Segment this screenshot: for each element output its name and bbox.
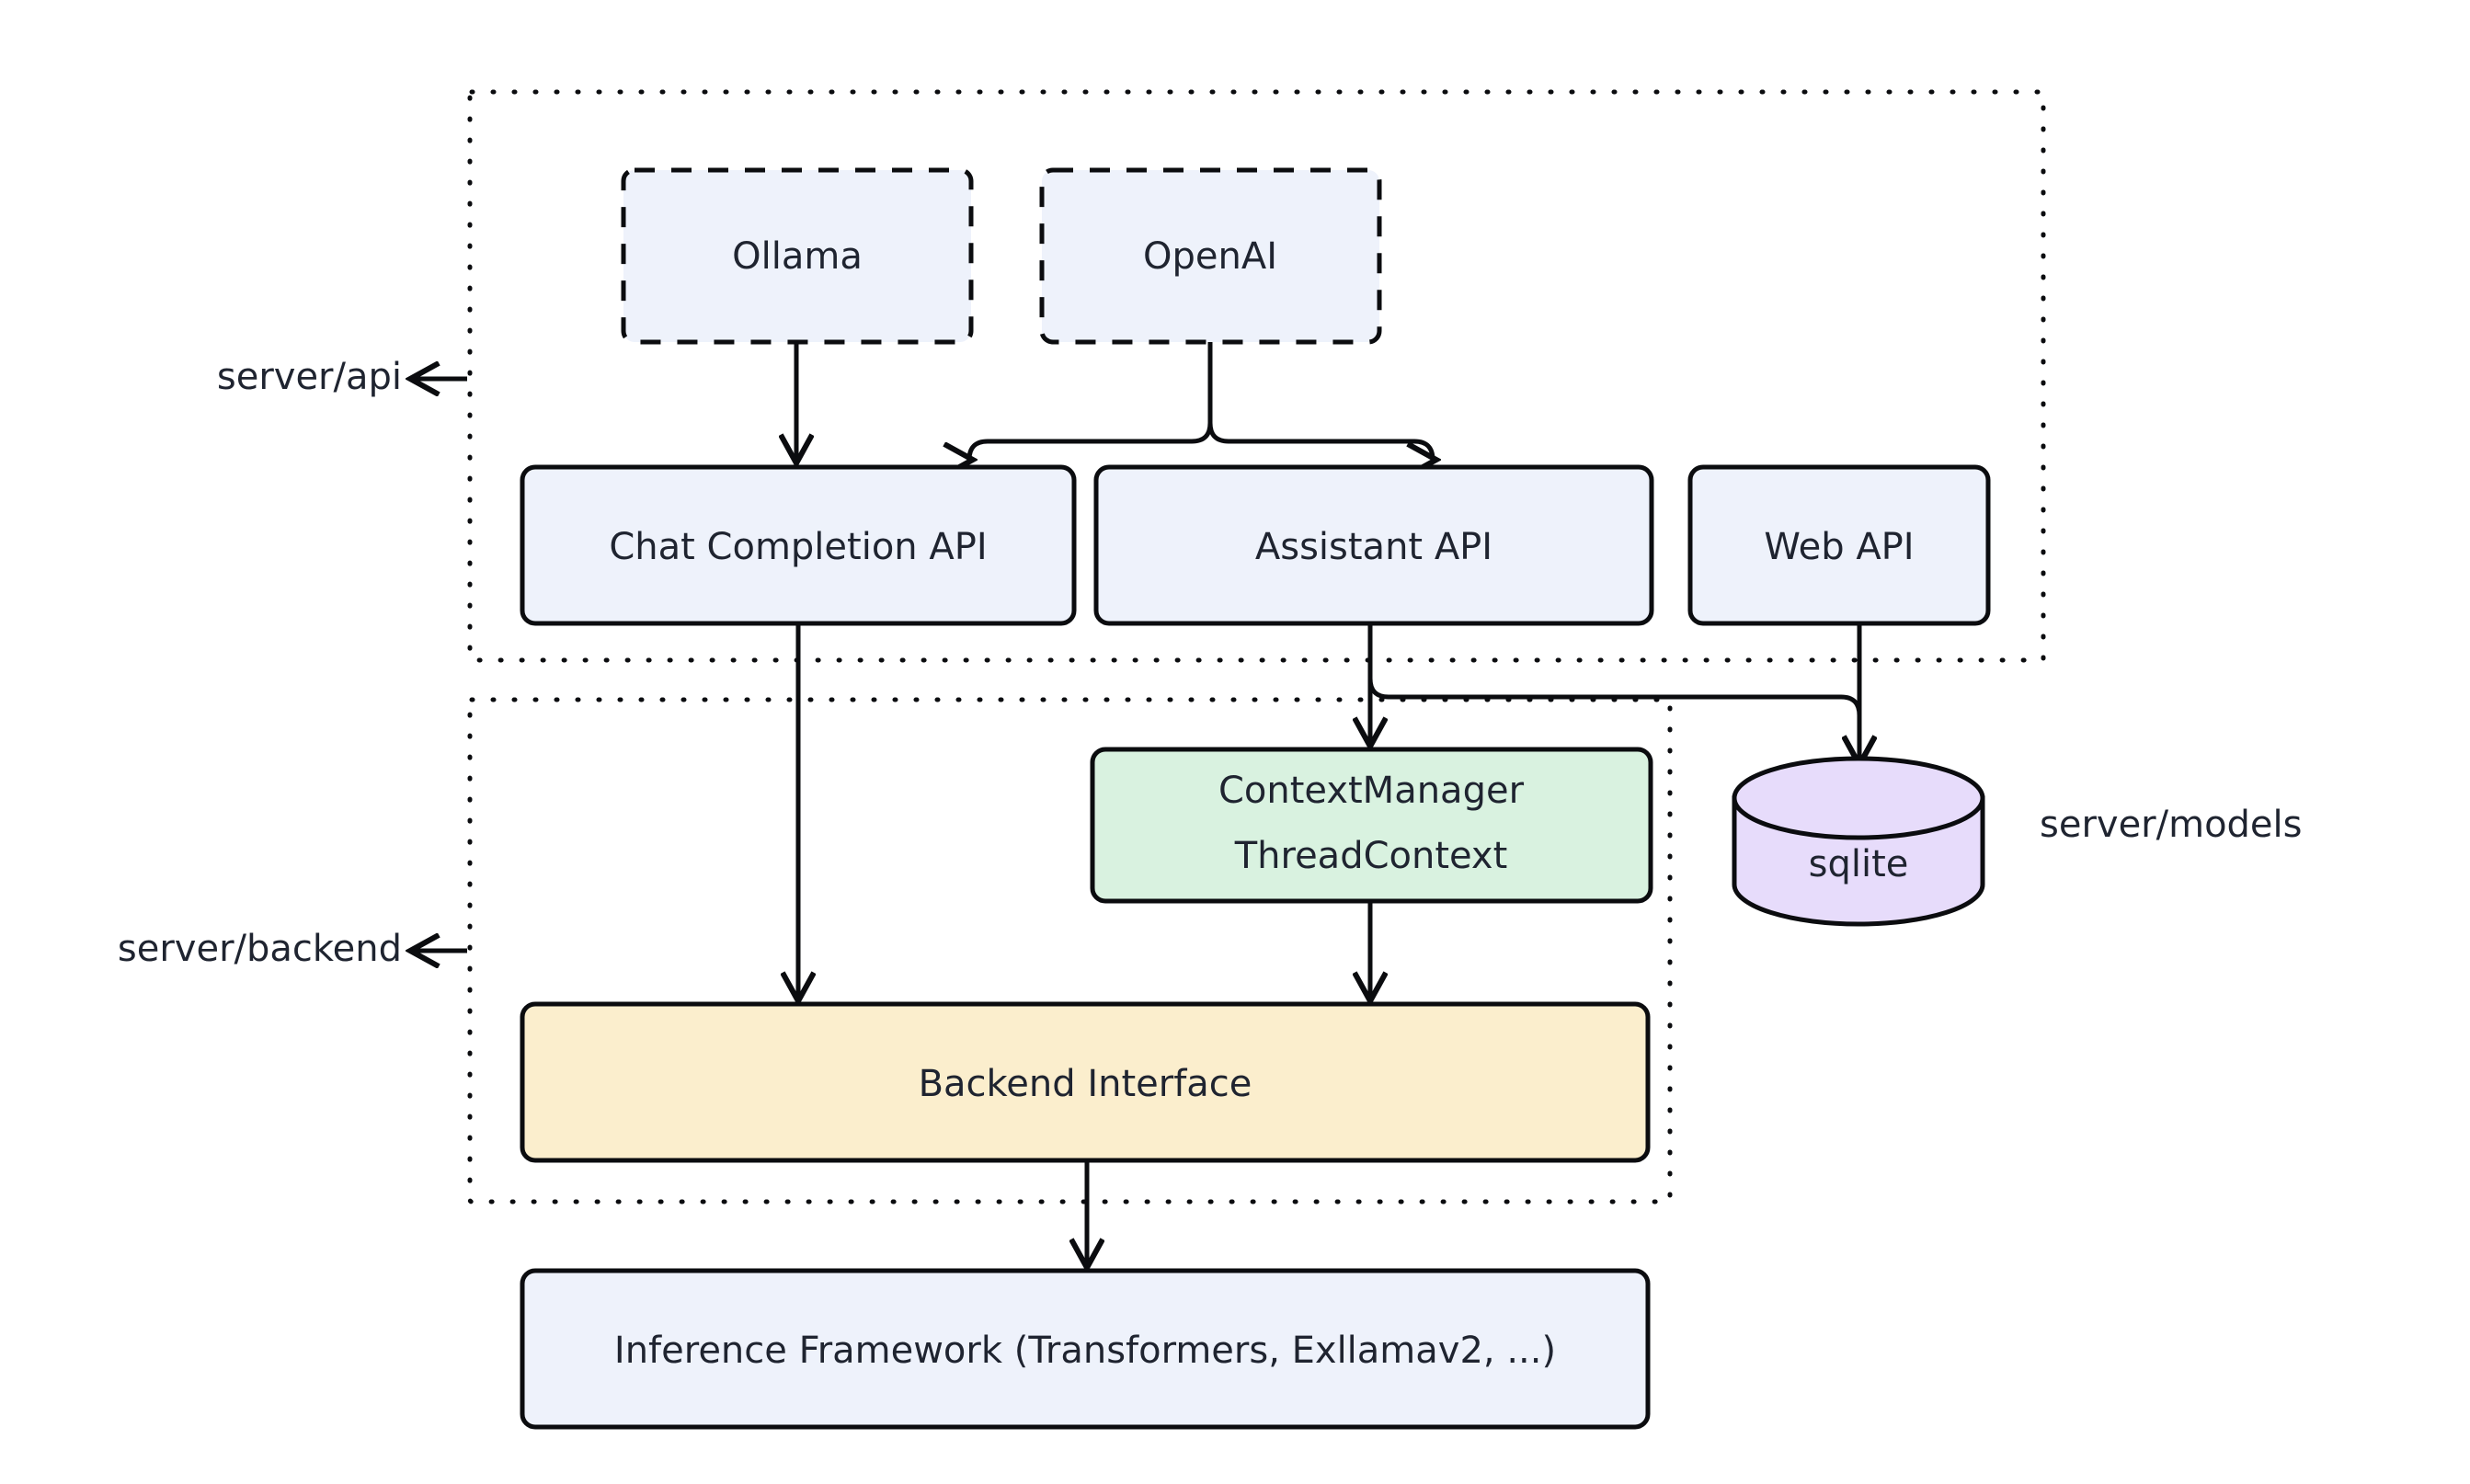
edge-assistant-api-to-sqlite bbox=[1367, 636, 1859, 761]
node-sqlite[interactable]: sqlite bbox=[1732, 756, 1985, 927]
node-ollama[interactable]: Ollama bbox=[621, 167, 974, 345]
node-ollama-box[interactable] bbox=[621, 167, 974, 345]
node-assistant-api[interactable]: Assistant API bbox=[1093, 464, 1654, 626]
node-backend-interface-box[interactable] bbox=[520, 1001, 1651, 1163]
node-inference-framework-box[interactable] bbox=[520, 1268, 1651, 1430]
node-chat-completion-api-label: Chat Completion API bbox=[609, 526, 987, 568]
node-inference-framework-label: Inference Framework (Transformers, Exlla… bbox=[614, 1330, 1556, 1372]
node-openai[interactable]: OpenAI bbox=[1039, 167, 1382, 345]
edge-openai-to-chat-api bbox=[969, 342, 1213, 460]
group-server-api bbox=[467, 89, 2046, 663]
node-ollama-label: Ollama bbox=[732, 235, 863, 278]
node-inference-framework[interactable]: Inference Framework (Transformers, Exlla… bbox=[520, 1268, 1651, 1430]
node-web-api[interactable]: Web API bbox=[1687, 464, 1991, 626]
node-chat-completion-api-box[interactable] bbox=[520, 464, 1077, 626]
edge-openai-to-assistant-api bbox=[1207, 342, 1433, 460]
node-web-api-box[interactable] bbox=[1687, 464, 1991, 626]
node-context-manager-label-line2: ThreadContext bbox=[1234, 835, 1508, 877]
node-context-manager[interactable]: ContextManager ThreadContext bbox=[1090, 747, 1653, 904]
group-label-server-backend: server/backend bbox=[118, 928, 402, 970]
node-chat-completion-api[interactable]: Chat Completion API bbox=[520, 464, 1077, 626]
node-backend-interface-label: Backend Interface bbox=[919, 1063, 1252, 1105]
node-context-manager-label-line1: ContextManager bbox=[1218, 770, 1525, 812]
node-sqlite-label: sqlite bbox=[1809, 843, 1909, 885]
group-label-server-api: server/api bbox=[217, 356, 402, 398]
node-context-manager-box[interactable] bbox=[1090, 747, 1653, 904]
node-backend-interface[interactable]: Backend Interface bbox=[520, 1001, 1651, 1163]
group-label-server-models: server/models bbox=[2040, 804, 2303, 846]
sqlite-cylinder-top bbox=[1732, 756, 1985, 840]
node-openai-label: OpenAI bbox=[1143, 235, 1277, 278]
node-assistant-api-label: Assistant API bbox=[1255, 526, 1492, 568]
node-assistant-api-box[interactable] bbox=[1093, 464, 1654, 626]
node-web-api-label: Web API bbox=[1764, 526, 1914, 568]
node-openai-box[interactable] bbox=[1039, 167, 1382, 345]
